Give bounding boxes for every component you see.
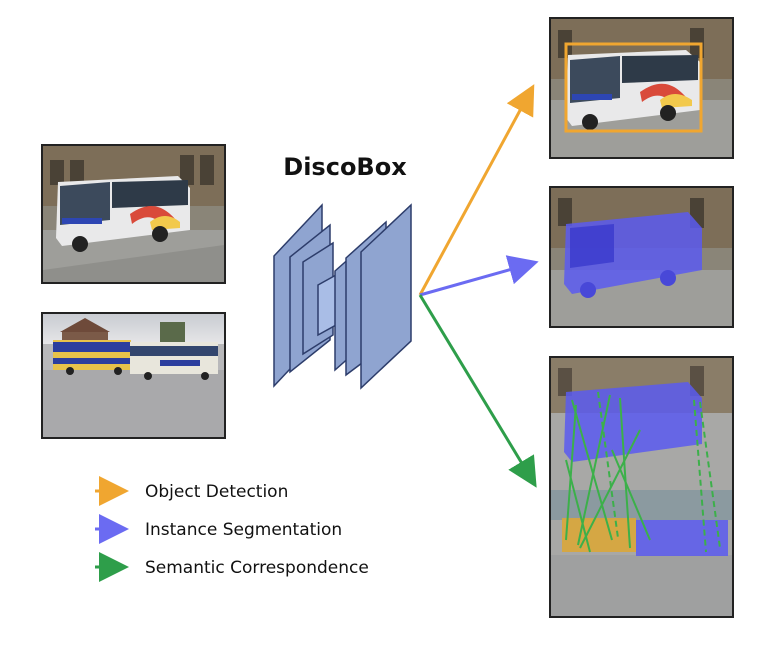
legend: Object Detection Instance Segmentation S… <box>95 476 369 582</box>
output-segmentation-image <box>549 186 734 328</box>
legend-item-segmentation: Instance Segmentation <box>95 514 342 544</box>
legend-label: Object Detection <box>145 482 288 502</box>
correspondence-arrow <box>418 294 537 488</box>
detection-arrow <box>418 84 535 296</box>
correspondence-lines <box>565 394 651 553</box>
legend-item-correspondence: Semantic Correspondence <box>95 552 369 582</box>
output-detection-image <box>549 17 734 159</box>
segmentation-arrow <box>419 255 539 297</box>
output-correspondence-image <box>549 356 734 618</box>
legend-label: Instance Segmentation <box>145 520 342 540</box>
figure-title: DiscoBox <box>283 153 407 181</box>
task-arrows <box>418 84 539 488</box>
input-image-bus <box>41 144 226 284</box>
legend-label: Semantic Correspondence <box>145 558 369 578</box>
legend-item-detection: Object Detection <box>95 476 288 506</box>
input-image-bus-pair <box>41 312 226 439</box>
network-icon <box>273 203 412 390</box>
